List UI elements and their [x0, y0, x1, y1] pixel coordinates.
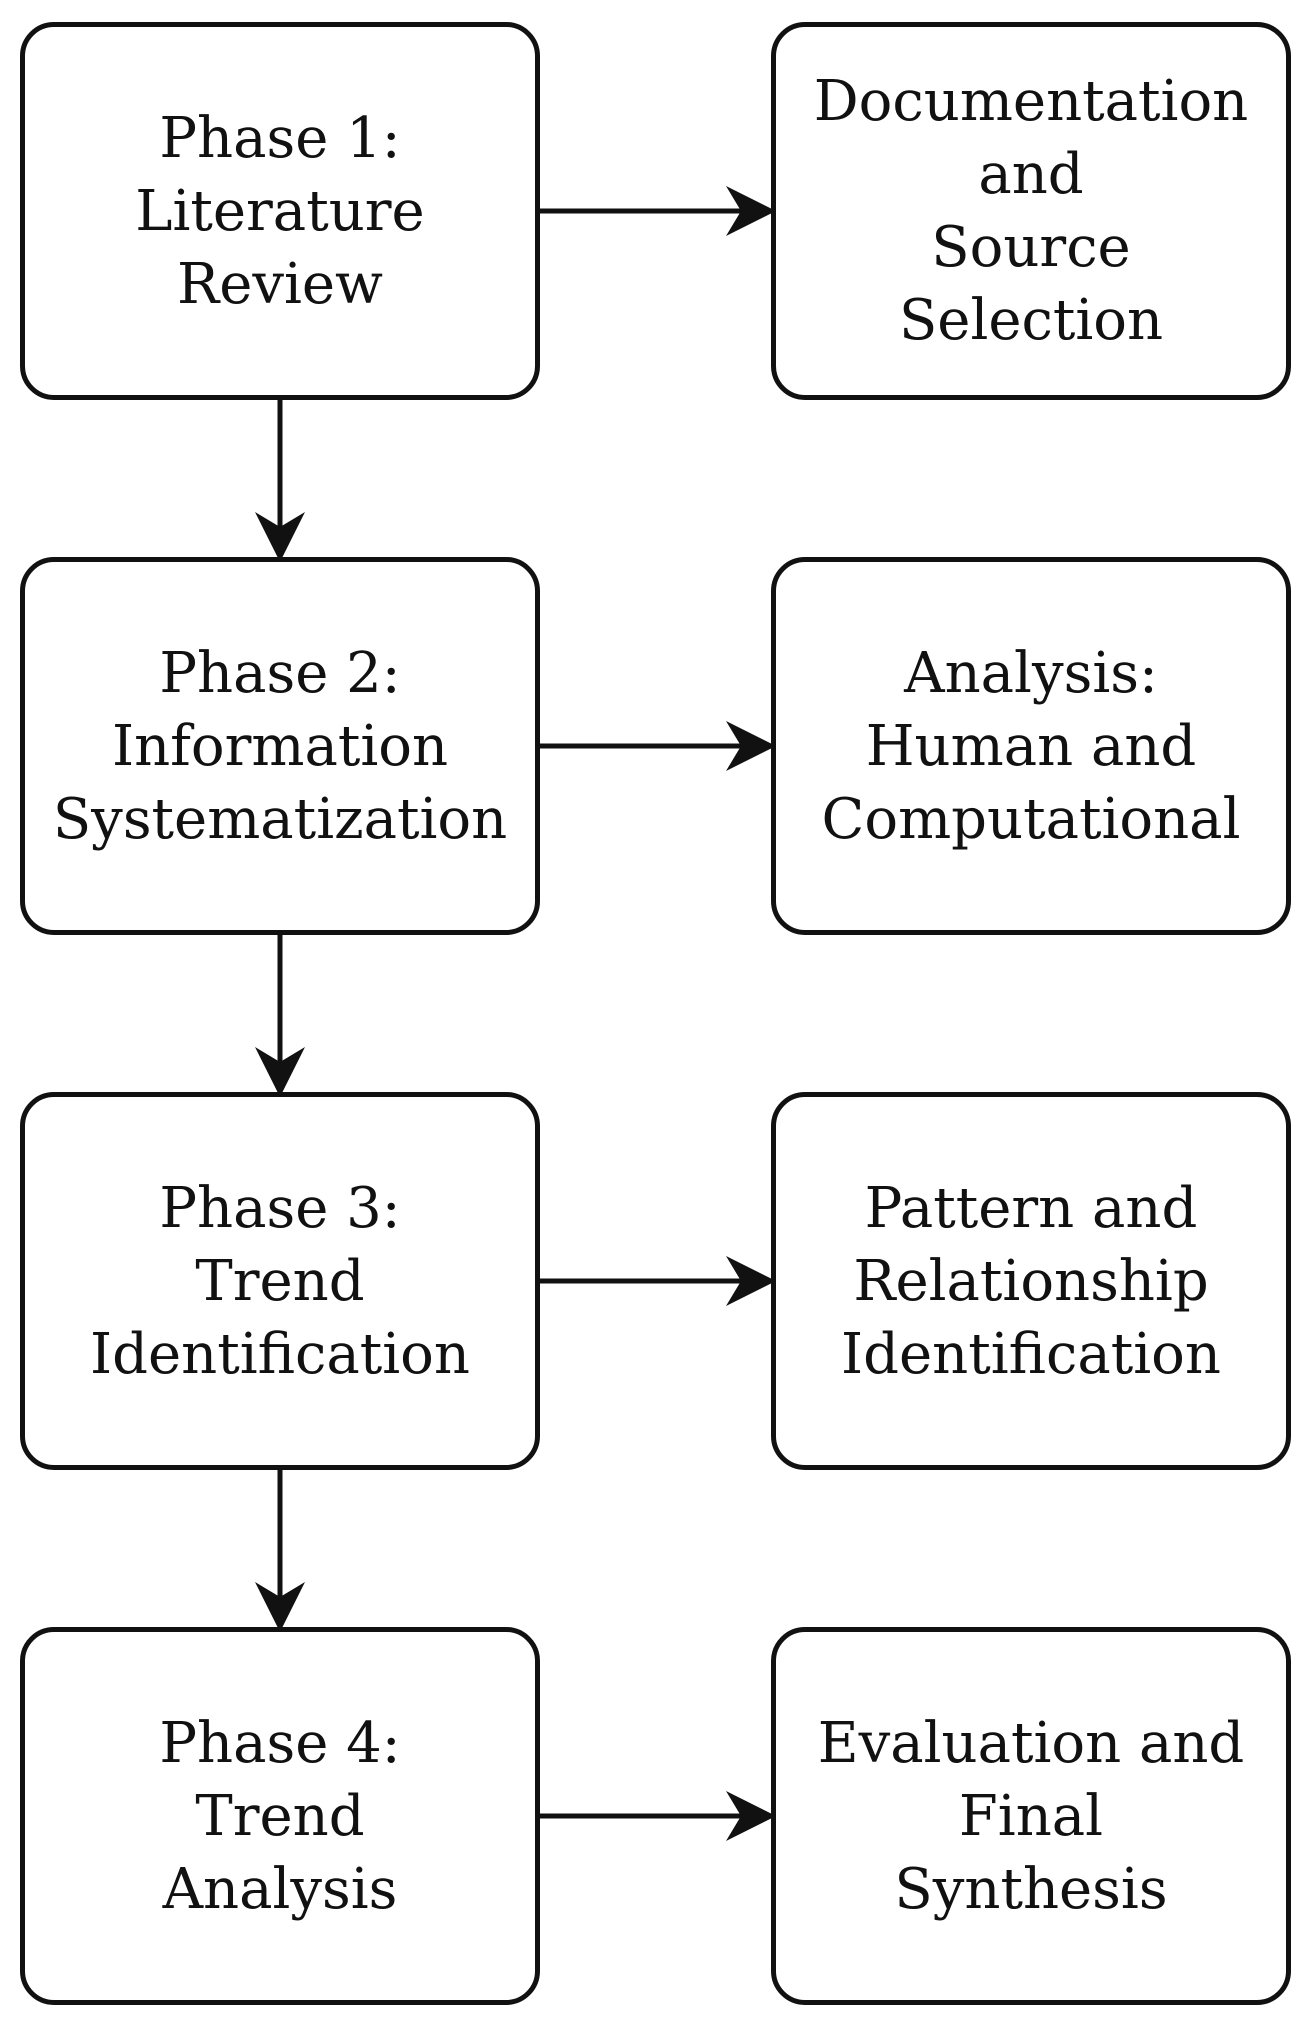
phase-1-label-line-2: Review: [177, 251, 383, 317]
outcome-3-line-3: Identification: [841, 1321, 1221, 1387]
phase-1-label-line-1: Literature: [135, 178, 425, 244]
phase-3-label-line-1: Trend: [195, 1248, 365, 1314]
outcome-2-line-3: Computational: [821, 786, 1241, 852]
phase-2-label-line-2: Systematization: [52, 786, 508, 852]
phase-4-title: Phase 4:: [159, 1710, 401, 1776]
outcome-4-box: Evaluation and Final Synthesis: [771, 1627, 1291, 2005]
outcome-2-line-2: Human and: [865, 713, 1197, 779]
phase-3-title: Phase 3:: [159, 1175, 401, 1241]
outcome-2-box: Analysis: Human and Computational: [771, 557, 1291, 935]
outcome-3-line-1: Pattern and: [864, 1175, 1198, 1241]
outcome-1-box: Documentation and Source Selection: [771, 22, 1291, 400]
outcome-1-line-3: Source: [931, 215, 1131, 280]
phase-2-title: Phase 2:: [159, 640, 401, 706]
outcome-3-line-2: Relationship: [853, 1248, 1209, 1314]
outcome-1-line-2: and: [978, 142, 1084, 207]
phase-2-label-line-1: Information: [111, 713, 449, 779]
phase-1-box: Phase 1: Literature Review: [20, 22, 540, 400]
outcome-3-box: Pattern and Relationship Identification: [771, 1092, 1291, 1470]
phase-4-box: Phase 4: Trend Analysis: [20, 1627, 540, 2005]
phase-3-label-line-2: Identification: [90, 1321, 470, 1387]
outcome-4-line-3: Synthesis: [894, 1856, 1168, 1922]
phase-4-label-line-2: Analysis: [162, 1856, 398, 1922]
outcome-4-line-2: Final: [958, 1783, 1104, 1849]
outcome-2-line-1: Analysis:: [904, 640, 1158, 706]
phase-2-box: Phase 2: Information Systematization: [20, 557, 540, 935]
outcome-1-line-4: Selection: [898, 288, 1164, 353]
outcome-4-line-1: Evaluation and: [817, 1710, 1245, 1776]
phase-3-box: Phase 3: Trend Identification: [20, 1092, 540, 1470]
outcome-1-line-1: Documentation: [813, 69, 1249, 134]
phase-1-title: Phase 1:: [159, 105, 401, 171]
phase-4-label-line-1: Trend: [195, 1783, 365, 1849]
